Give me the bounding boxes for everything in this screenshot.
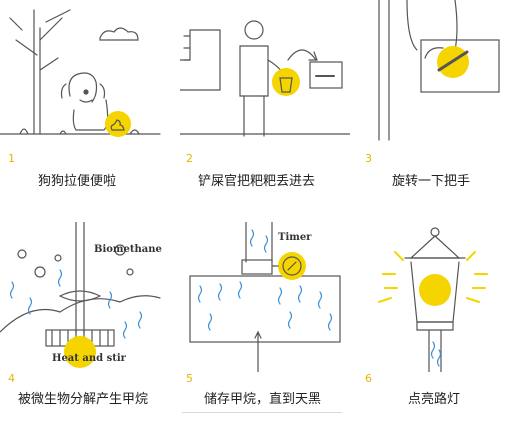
panel-storage — [180, 222, 350, 372]
step-caption-4: 被微生物分解产生甲烷 — [18, 392, 149, 407]
step-caption-1: 狗狗拉便便啦 — [38, 174, 117, 189]
step-caption-5: 储存甲烷，直到天黑 — [204, 392, 322, 407]
panel-owner — [180, 0, 350, 145]
handle-illustration — [378, 0, 500, 141]
step-number-1: 1 — [8, 152, 15, 165]
step-number-4: 4 — [8, 372, 15, 385]
step-number-5: 5 — [186, 372, 193, 385]
dog-illustration — [0, 9, 161, 137]
panel-dog — [0, 0, 170, 145]
panel-handle — [355, 0, 515, 145]
bottom-divider — [182, 412, 342, 413]
step-caption-3: 旋转一下把手 — [392, 174, 471, 189]
timer-label: Timer — [278, 232, 312, 243]
step-number-6: 6 — [365, 372, 372, 385]
panel-lamp — [355, 222, 515, 372]
digester-illustration — [0, 222, 161, 368]
street-lamp-illustration — [378, 227, 488, 372]
biomethane-label: Biomethane — [94, 244, 162, 255]
panel-digestion — [0, 222, 170, 372]
step-caption-2: 铲屎官把粑粑丢进去 — [198, 174, 316, 189]
step-caption-6: 点亮路灯 — [408, 392, 461, 407]
step-number-2: 2 — [186, 152, 193, 165]
step-number-3: 3 — [365, 152, 372, 165]
storage-illustration — [189, 222, 341, 372]
owner-illustration — [180, 20, 350, 137]
heat-stir-label: Heat and stir — [52, 353, 126, 364]
